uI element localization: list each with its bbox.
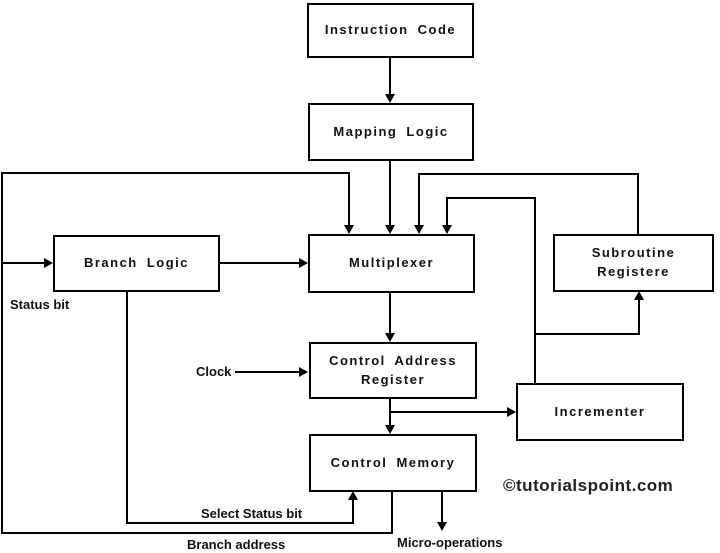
connector-control-memory-to-branch-address — [391, 491, 393, 534]
label-status-bit: Status bit — [10, 297, 70, 312]
connector-car-to-incrementer — [389, 411, 507, 413]
connector-branch-logic-to-multiplexer — [219, 262, 299, 264]
connector-branch-address-top — [1, 172, 350, 174]
box-multiplexer-label: Multiplexer — [348, 255, 435, 271]
connector-select-status-vertical — [126, 291, 128, 524]
box-mapping-logic-label: Mapping Logic — [333, 123, 449, 139]
connector-subroutine-top-vertical — [637, 173, 639, 234]
arrowhead-into-mapping-logic — [385, 94, 395, 103]
box-multiplexer: Multiplexer — [308, 234, 475, 293]
connector-subroutine-drop-to-multiplexer — [418, 173, 420, 225]
label-branch-address: Branch address — [187, 537, 286, 552]
box-control-address-register: Control Address Register — [309, 342, 477, 399]
connector-branch-address-bottom — [1, 532, 393, 534]
box-branch-logic: Branch Logic — [53, 235, 220, 292]
connector-to-subroutine-bottom-horizontal — [534, 333, 640, 335]
box-control-memory: Control Memory — [309, 434, 477, 492]
connector-branch-address-drop — [348, 172, 350, 225]
connector-micro-operations-output — [441, 492, 443, 522]
label-micro-operations: Micro-operations — [397, 535, 503, 550]
box-incrementer-label: Incrementer — [554, 403, 646, 419]
arrowhead-into-control-address-register — [385, 333, 395, 342]
arrowhead-micro-operations — [437, 522, 447, 531]
connector-select-status-rise — [352, 500, 354, 524]
label-select-status-bit: Select Status bit — [201, 506, 303, 521]
box-incrementer: Incrementer — [516, 383, 684, 441]
arrowhead-into-control-memory — [385, 425, 395, 434]
connector-mapping-to-multiplexer — [389, 161, 391, 225]
box-control-address-register-label-line2: Register — [360, 371, 426, 387]
arrowhead-subroutine-into-multiplexer — [414, 225, 424, 234]
connector-incrementer-top-vertical — [534, 197, 536, 383]
arrowhead-incrementer-into-multiplexer — [442, 225, 452, 234]
box-subroutine-register-label-line2: Registere — [597, 264, 670, 279]
label-clock: Clock — [196, 364, 232, 379]
arrowhead-status-bit-into-branch-logic — [44, 258, 53, 268]
connector-subroutine-top-horizontal — [418, 173, 639, 175]
connector-branch-address-left — [1, 172, 3, 534]
arrowhead-into-incrementer — [507, 407, 516, 417]
arrowhead-branch-logic-into-multiplexer — [299, 258, 308, 268]
box-branch-logic-label: Branch Logic — [83, 255, 190, 271]
box-instruction-code: Instruction Code — [307, 3, 474, 58]
connector-clock-input — [235, 371, 299, 373]
connector-to-subroutine-bottom-vertical — [638, 300, 640, 335]
box-subroutine-register-label-line1: Subroutine — [591, 245, 676, 261]
box-instruction-code-label: Instruction Code — [324, 22, 457, 38]
box-control-address-register-label-line1: Control Address — [329, 352, 457, 368]
connector-multiplexer-to-car — [389, 293, 391, 333]
arrowhead-into-subroutine-register — [634, 291, 644, 300]
arrowhead-mapping-into-multiplexer — [385, 225, 395, 234]
connector-incrementer-bus-drop — [446, 197, 448, 225]
arrowhead-select-status-into-control-memory — [348, 491, 358, 500]
watermark-tutorialspoint: ©tutorialspoint.com — [503, 476, 674, 495]
box-subroutine-register: Subroutine Registere — [553, 234, 714, 292]
connector-status-bit-input — [2, 262, 44, 264]
box-mapping-logic: Mapping Logic — [308, 103, 474, 161]
connector-select-status-horizontal — [126, 522, 354, 524]
connector-instruction-to-mapping — [389, 57, 391, 94]
arrowhead-branch-address-into-multiplexer — [344, 225, 354, 234]
box-control-memory-label: Control Memory — [330, 454, 456, 470]
arrowhead-clock-into-car — [299, 367, 308, 377]
connector-incrementer-bus-horizontal — [446, 197, 536, 199]
